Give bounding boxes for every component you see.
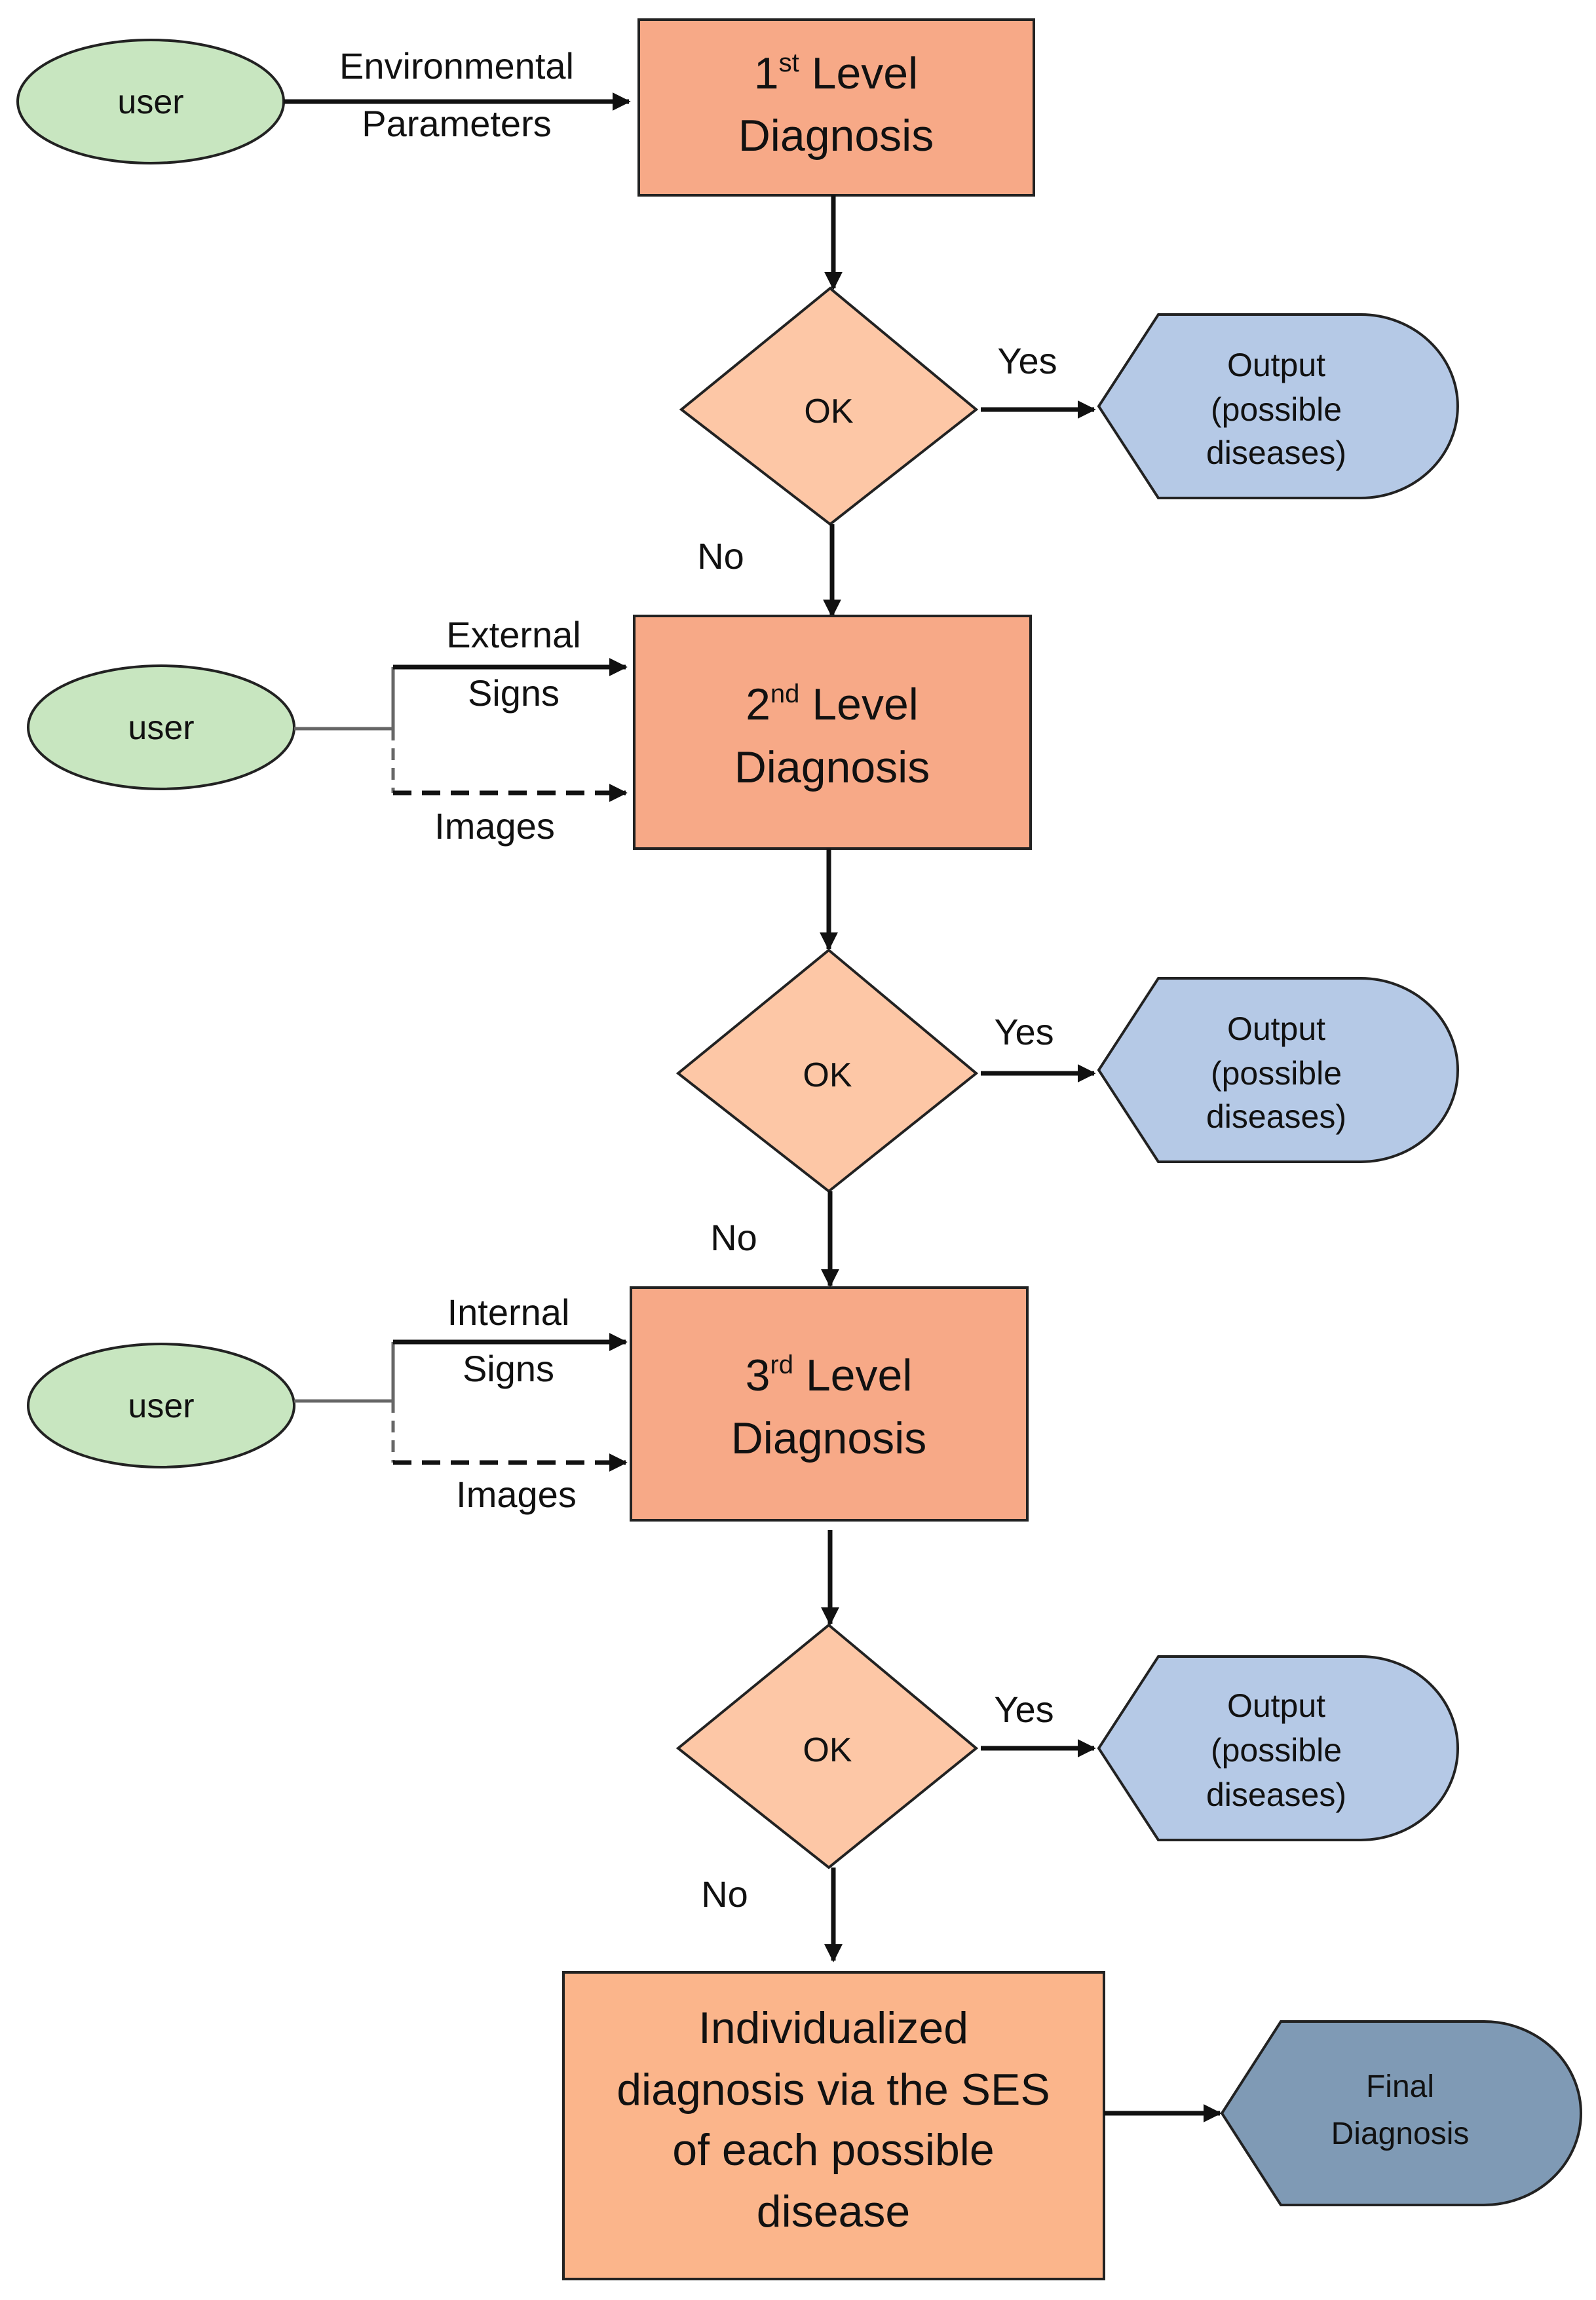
user-node-3-label: user <box>128 1387 194 1425</box>
decision-ok-1-label: OK <box>804 393 853 431</box>
individualized-line4: disease <box>757 2187 910 2236</box>
output-1-line1: Output <box>1227 347 1325 383</box>
output-2-line2: (possible <box>1211 1055 1342 1092</box>
user3-connector <box>294 1342 395 1403</box>
images-2-label: Images <box>434 805 555 847</box>
ok1-no-label: No <box>697 535 744 577</box>
ok2-no-label: No <box>710 1217 757 1258</box>
level-2-subtitle: Diagnosis <box>734 742 930 792</box>
decision-ok-2-label: OK <box>803 1056 852 1094</box>
external-signs-line1: External <box>446 614 580 655</box>
decision-ok-3-label: OK <box>803 1731 852 1769</box>
output-3-line2: (possible <box>1211 1732 1342 1769</box>
user-node-3 <box>27 1343 295 1468</box>
final-diagnosis-node <box>1220 2020 1582 2206</box>
env-params-label-line1: Environmental <box>339 45 574 86</box>
images-3-label: Images <box>456 1474 577 1515</box>
user-node-1-label: user <box>117 83 183 121</box>
level-2-diagnosis-box <box>633 615 1032 850</box>
output-3-line1: Output <box>1227 1687 1325 1724</box>
output-2-line3: diseases) <box>1206 1098 1346 1135</box>
env-params-label-line2: Parameters <box>362 103 551 144</box>
output-node-2 <box>1097 977 1459 1163</box>
ok1-yes-label: Yes <box>997 340 1057 381</box>
level-1-subtitle: Diagnosis <box>738 111 934 161</box>
output-3-line3: diseases) <box>1206 1776 1346 1813</box>
individualized-diagnosis-box <box>562 1971 1105 2280</box>
ok3-yes-label: Yes <box>994 1689 1054 1730</box>
output-node-3 <box>1097 1655 1459 1841</box>
ok3-no-label: No <box>701 1873 748 1915</box>
user-node-2-label: user <box>128 709 194 747</box>
level-2-title: 2nd Level <box>746 680 919 729</box>
internal-signs-line1: Internal <box>447 1292 570 1333</box>
level-3-diagnosis-box <box>630 1286 1029 1522</box>
final-line2: Diagnosis <box>1331 2117 1470 2151</box>
final-line1: Final <box>1366 2069 1434 2104</box>
level-1-title: 1st Level <box>754 48 918 98</box>
output-1-line2: (possible <box>1211 391 1342 428</box>
internal-signs-line2: Signs <box>463 1348 554 1389</box>
user2-connector <box>294 667 395 731</box>
individualized-line2: diagnosis via the SES <box>617 2065 1050 2115</box>
output-2-line1: Output <box>1227 1010 1325 1047</box>
individualized-line1: Individualized <box>698 2003 968 2053</box>
level-3-title: 3rd Level <box>746 1351 913 1400</box>
decision-ok-3 <box>675 1623 979 1869</box>
level-1-diagnosis-box <box>637 18 1035 197</box>
external-signs-line2: Signs <box>468 672 560 714</box>
ok2-yes-label: Yes <box>994 1011 1054 1052</box>
individualized-line3: of each possible <box>672 2125 994 2175</box>
output-node-1 <box>1097 313 1459 499</box>
level-3-subtitle: Diagnosis <box>731 1413 927 1463</box>
output-1-line3: diseases) <box>1206 434 1346 471</box>
